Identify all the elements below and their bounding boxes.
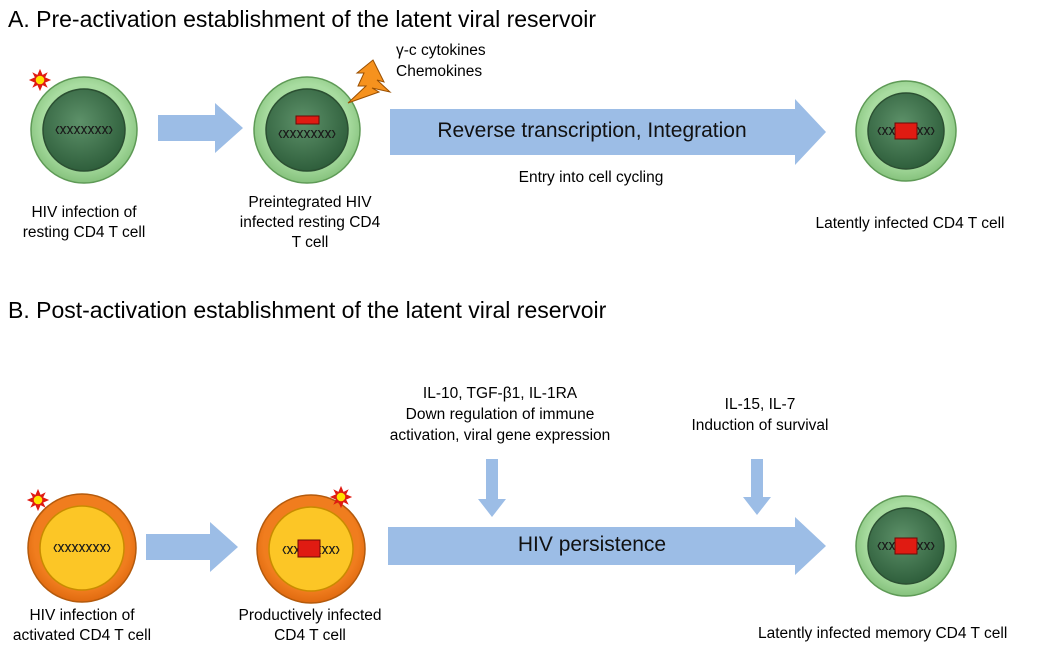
factors-survival: IL-15, IL-7 Induction of survival [691, 396, 829, 434]
activated-cd4-cell-b1 [27, 493, 137, 603]
cell-b1-caption: HIV infection of activated CD4 T cell [12, 607, 152, 644]
latent-memory-cell-b3 [855, 495, 957, 597]
reverse-transcription-label: Reverse transcription, Integration [437, 119, 747, 142]
cell-b2-caption: Productively infected CD4 T cell [238, 607, 382, 644]
preintegrated-cell-a2 [253, 76, 361, 184]
arrow-hiv-persistence [388, 517, 826, 575]
signals-label: γ-c cytokines Chemokines [396, 42, 486, 80]
cell-cycling-label: Entry into cell cycling [518, 169, 664, 186]
resting-cd4-cell-a1 [30, 76, 138, 184]
section-b-heading: B. Post-activation establishment of the … [8, 297, 607, 323]
section-a-heading: A. Pre-activation establishment of the l… [8, 6, 597, 32]
latent-cell-a3 [855, 80, 957, 182]
lightning-icon [347, 59, 392, 104]
hiv-persistence-label: HIV persistence [517, 533, 667, 556]
hiv-virion-icon [28, 68, 52, 92]
productive-cell-b2 [256, 494, 366, 604]
cell-a2-caption: Preintegrated HIV infected resting CD4 T… [239, 194, 381, 251]
down-arrow-2 [743, 459, 771, 515]
factors-down-regulation: IL-10, TGF-β1, IL-1RA Down regulation of… [389, 385, 611, 444]
arrow-b1 [146, 522, 238, 572]
arrow-a1 [158, 103, 243, 153]
cell-a3-caption: Latently infected CD4 T cell [815, 215, 1005, 232]
down-arrow-1 [478, 459, 506, 517]
cell-b3-caption: Latently infected memory CD4 T cell [758, 625, 1008, 642]
arrow-reverse-transcription [390, 99, 826, 165]
cell-a1-caption: HIV infection of resting CD4 T cell [22, 204, 146, 241]
